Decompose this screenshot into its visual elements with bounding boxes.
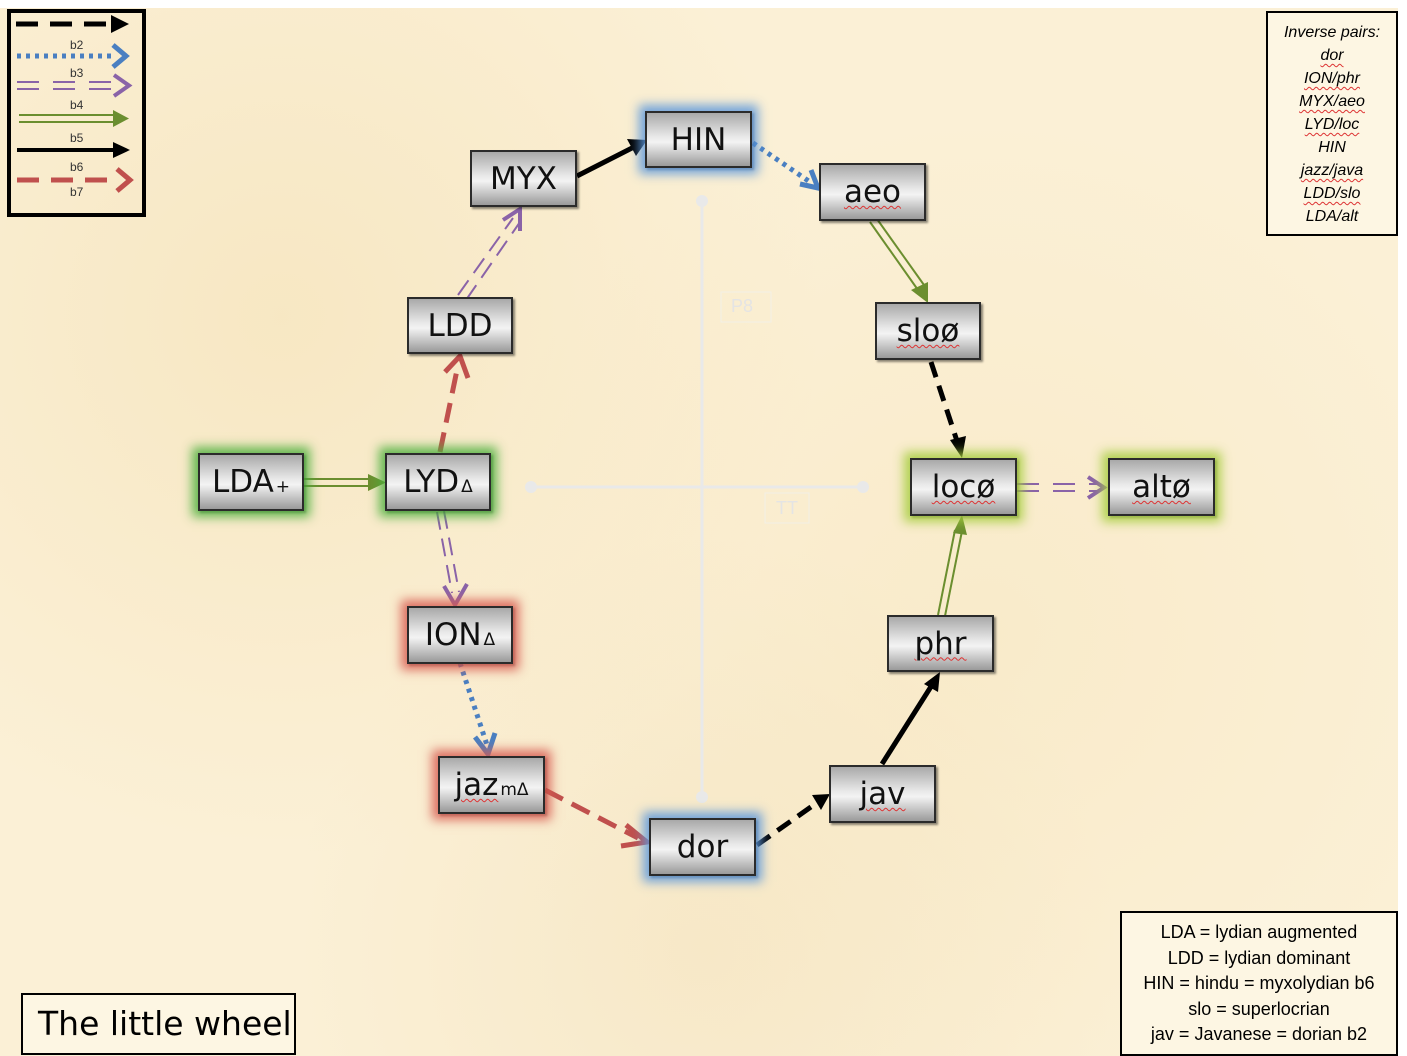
edge-lda-lyd — [303, 474, 386, 491]
axis-endpoint — [857, 481, 869, 493]
legend — [7, 9, 146, 217]
node-slo: sloø — [875, 302, 981, 360]
node-sub: + — [275, 477, 291, 497]
inverse-pair: ION/phr — [1303, 70, 1360, 87]
inverse-pair: MYX/aeo — [1299, 93, 1365, 110]
edge-slo-loc — [928, 361, 966, 458]
node-label: dor — [676, 829, 729, 865]
inverse-pair: LDD/slo — [1303, 185, 1361, 202]
page-top-edge — [0, 0, 1407, 8]
node-label: LYD — [403, 464, 460, 500]
node-jav: jav — [829, 765, 936, 823]
page-right-edge — [1398, 0, 1407, 1056]
node-label: aeo — [843, 174, 902, 210]
edge-loc-alt — [1017, 475, 1108, 500]
legend-label-b5: b5 — [70, 131, 84, 145]
axis-label-frame — [764, 492, 810, 524]
edge-dor-jav — [755, 794, 830, 848]
node-dor: dor — [649, 818, 756, 876]
edge-ldd-myx — [457, 205, 522, 301]
node-lda: LDA+ — [198, 453, 304, 511]
axis-endpoint — [696, 195, 708, 207]
edge-hin-aeo — [751, 140, 823, 192]
legend-label-b7: b7 — [70, 185, 84, 199]
edges — [303, 139, 1108, 849]
node-hin: HIN — [645, 111, 752, 168]
abbreviation-line: jav = Javanese = dorian b2 — [1150, 1024, 1368, 1044]
legend-arrow-double-dashed-purple — [17, 73, 133, 98]
node-sub: Δ — [483, 630, 496, 650]
inverse-pair: jazz/java — [1300, 162, 1364, 179]
inverse-pair: LYD/loc — [1304, 116, 1360, 133]
legend-label-b2: b2 — [70, 38, 84, 52]
abbreviation-line: LDD = lydian dominant — [1167, 947, 1351, 968]
edge-jaz-dor — [543, 787, 653, 849]
node-phr: phr — [887, 615, 994, 672]
edge-lyd-ldd — [437, 351, 471, 453]
node-myx: MYX — [470, 150, 577, 207]
edge-aeo-slo — [869, 218, 928, 303]
node-sub: mΔ — [500, 780, 529, 800]
edge-myx-hin — [575, 139, 647, 179]
axis-label-tt: TT — [776, 498, 798, 518]
axis-endpoint — [525, 481, 537, 493]
edge-jav-phr — [879, 672, 940, 766]
edge-lyd-ion — [436, 510, 469, 610]
node-label: MYX — [490, 160, 557, 197]
axes-cross — [525, 195, 869, 803]
axis-label-p8: P8 — [731, 296, 754, 316]
legend-arrow-dotted-blue — [17, 43, 130, 69]
inverse-pair: LDA/alt — [1305, 208, 1359, 225]
node-label: locø — [931, 469, 996, 505]
inverse-pair: dor — [1320, 47, 1344, 64]
node-label: jav — [859, 776, 906, 812]
node-sub: Δ — [461, 477, 473, 497]
node-label: LDD — [427, 307, 493, 344]
node-label: sloø — [896, 313, 960, 349]
node-label: ION — [424, 617, 482, 653]
node-label: jaz — [454, 767, 499, 803]
legend-arrow-dashed-red — [17, 167, 134, 193]
node-alt: altø — [1108, 458, 1215, 516]
node-label: LDA — [211, 464, 274, 500]
axis-endpoint — [696, 791, 708, 803]
node-ldd: LDD — [407, 297, 513, 354]
inverse-pair: HIN — [1318, 139, 1346, 156]
inverse-pairs-box: Inverse pairs: dor ION/phr MYX/aeo LYD/l… — [1266, 11, 1398, 236]
abbreviations-box: LDA = lydian augmented LDD = lydian domi… — [1120, 911, 1398, 1056]
legend-arrow-dashed-black — [16, 15, 129, 33]
edge-phr-loc — [937, 515, 967, 617]
node-label: HIN — [670, 121, 727, 158]
abbreviation-line: HIN = hindu = myxolydian b6 — [1143, 973, 1375, 993]
legend-label-b3: b3 — [70, 66, 84, 80]
node-loc: locø — [910, 458, 1017, 516]
edge-ion-jaz — [457, 662, 498, 760]
legend-arrow-double-green — [19, 110, 129, 127]
legend-label-b4: b4 — [70, 98, 84, 112]
legend-label-b6: b6 — [70, 160, 84, 174]
axis-label-frame — [720, 291, 772, 323]
node-label: altø — [1132, 469, 1191, 505]
abbreviation-line: slo = superlocrian — [1188, 998, 1330, 1019]
node-label: phr — [914, 625, 967, 662]
diagram-title: The little wheel — [21, 993, 296, 1055]
node-aeo: aeo — [819, 163, 926, 221]
legend-arrow-solid-black — [17, 142, 130, 158]
abbreviation-line: LDA = lydian augmented — [1160, 922, 1358, 942]
inverse-pairs-heading: Inverse pairs: — [1283, 24, 1381, 41]
legend-arrows — [16, 15, 134, 193]
